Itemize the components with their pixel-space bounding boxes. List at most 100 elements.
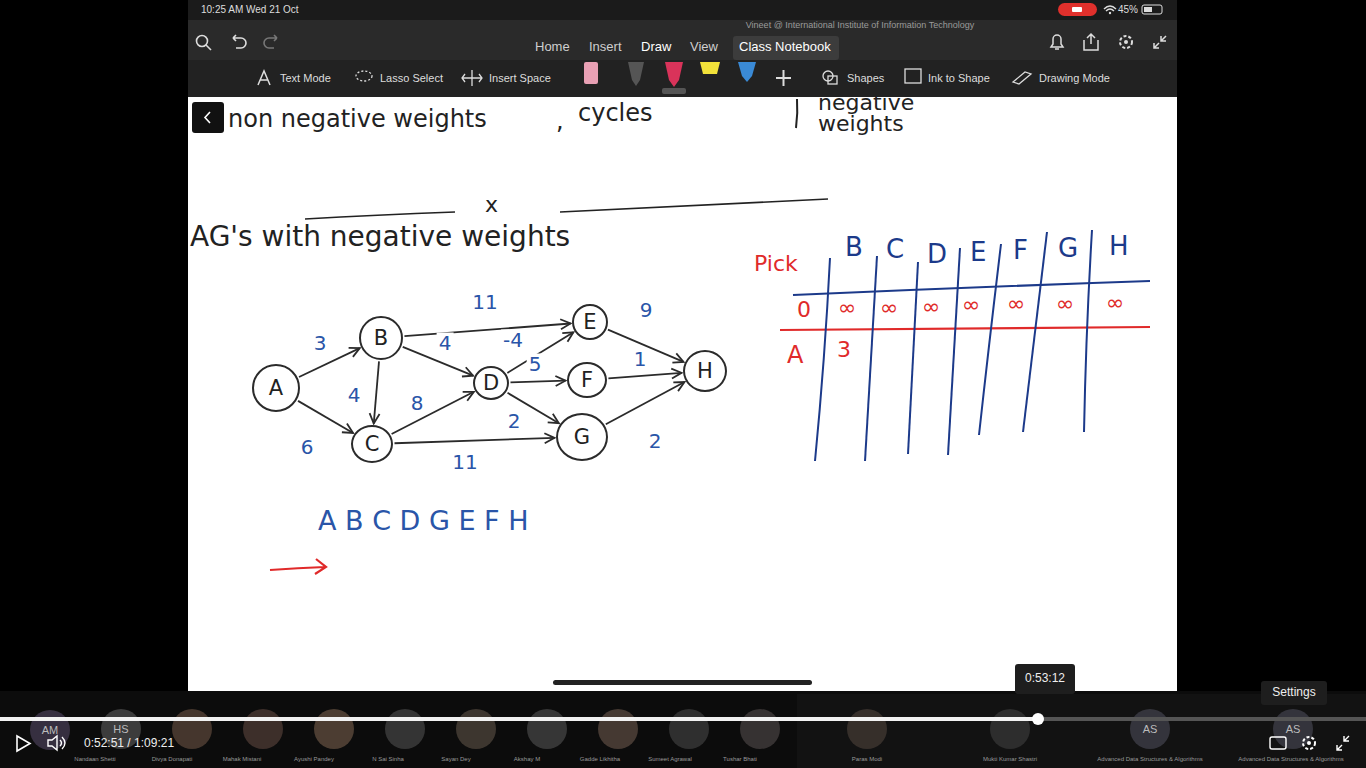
bell-icon [1051,35,1063,49]
lasso-icon [356,71,372,81]
edge-weight: 9 [638,300,655,321]
drawing-mode-icon [1013,72,1031,84]
collapse-icon [1154,36,1166,48]
avatar [990,709,1030,749]
graph-vertex: D [473,366,509,400]
directed-edge [298,401,353,433]
avatar [1130,709,1170,749]
avatar [385,709,425,749]
tool-label: Insert Space [489,72,551,84]
avatar [172,709,212,749]
graph-vertex: H [683,350,727,392]
battery-percent: 45% [1118,4,1138,15]
edge-weight: 11 [470,292,499,313]
status-clock: 10:25 AM Wed 21 Oct [201,4,299,15]
graph-vertex: G [556,413,608,461]
directed-edge [374,361,379,423]
vertex-label: F [581,370,593,391]
table-rule [780,327,1150,330]
ribbon-tab: Home [535,40,570,54]
avatar [30,710,70,750]
ink-divider [796,99,797,128]
gear-icon [1120,36,1132,48]
ink-cross: x [485,193,498,217]
vertex-label: G [574,427,590,448]
progress-played [0,717,1038,721]
edge-weight: 4 [437,333,454,354]
participant-name: N Sai Sinha [372,756,404,763]
table-header: C [886,235,904,264]
gear-hub [1124,40,1128,44]
ink-note: negative weights [818,93,958,135]
vertex-label: C [365,434,380,455]
avatar-initials: AS [1286,723,1301,735]
graph-vertex: C [351,425,393,463]
battery-level [1144,7,1152,12]
ink-order: A B C D G E F H [318,506,529,536]
table-cell: ∞ [1106,291,1124,315]
ink-rule [305,212,455,219]
table-cell: 3 [837,338,851,362]
pen-selected-tab [662,88,686,94]
ink-to-shape-icon [905,69,921,83]
vertex-label: A [269,378,283,399]
graph-vertex: E [572,304,608,340]
participant-strip [30,694,1366,768]
text-mode-icon [258,71,270,85]
edge-weight: 2 [506,411,523,432]
table-cell: ∞ [962,293,980,317]
vertex-label: B [374,328,388,349]
edge-weight: 4 [346,385,363,406]
graph-vertex: A [252,364,300,412]
tile-panel [797,694,1366,768]
edge-weight: 6 [299,437,316,458]
settings-tooltip [1261,681,1327,705]
tool-label: Drawing Mode [1039,72,1110,84]
settings-icon [1303,737,1315,749]
graph-vertex: F [567,362,607,398]
participant-name: Advanced Data Structures & Algorithms [1238,756,1343,763]
insert-space-icon [462,70,482,86]
vertex-label: H [697,361,713,382]
participant-name: Gadde Likhitha [580,756,620,763]
pen-red [665,62,683,87]
player-bar [0,691,1366,768]
pen-blue [738,62,756,82]
table-column-line [979,244,1001,435]
window-title: Vineet @ International Institute of Info… [746,21,974,31]
edge-weight: 11 [450,452,479,473]
table-column-line [908,262,918,454]
table-header: F [1013,236,1028,265]
playback-time: 0:52:51 / 1:09:21 [84,737,174,750]
ribbon-tools [188,60,1177,97]
tool-label: Lasso Select [380,72,443,84]
ink-arrow [270,559,326,574]
battery-icon [1142,5,1162,14]
tool-label: Text Mode [280,72,331,84]
participant-name: Tushar Bhati [723,756,757,763]
edge-weight: 8 [409,393,426,414]
ink-note: , [556,108,564,134]
home-indicator [553,680,812,685]
hover-time: 0:53:12 [1025,672,1065,685]
record-icon [1072,7,1082,12]
play-icon [17,736,30,751]
progress-knob [1032,713,1044,725]
exit-fullscreen-icon [1337,736,1349,750]
participant-name: Sayan Dey [441,756,470,763]
progress-track [0,717,1366,721]
ribbon-tab: Draw [641,40,671,54]
participant-name: Sumeet Agrawal [648,756,692,763]
share-icon [1084,34,1098,50]
edge-weight: 1 [632,349,649,370]
directed-edge [392,392,474,434]
wifi-dot [1109,12,1111,14]
settings-hub [1307,741,1311,745]
table-cell: ∞ [1056,292,1074,316]
table-header: B [845,233,863,262]
table-cell: 0 [797,298,811,322]
avatar [243,709,283,749]
participant-name: Nandaan Shetti [74,756,115,763]
